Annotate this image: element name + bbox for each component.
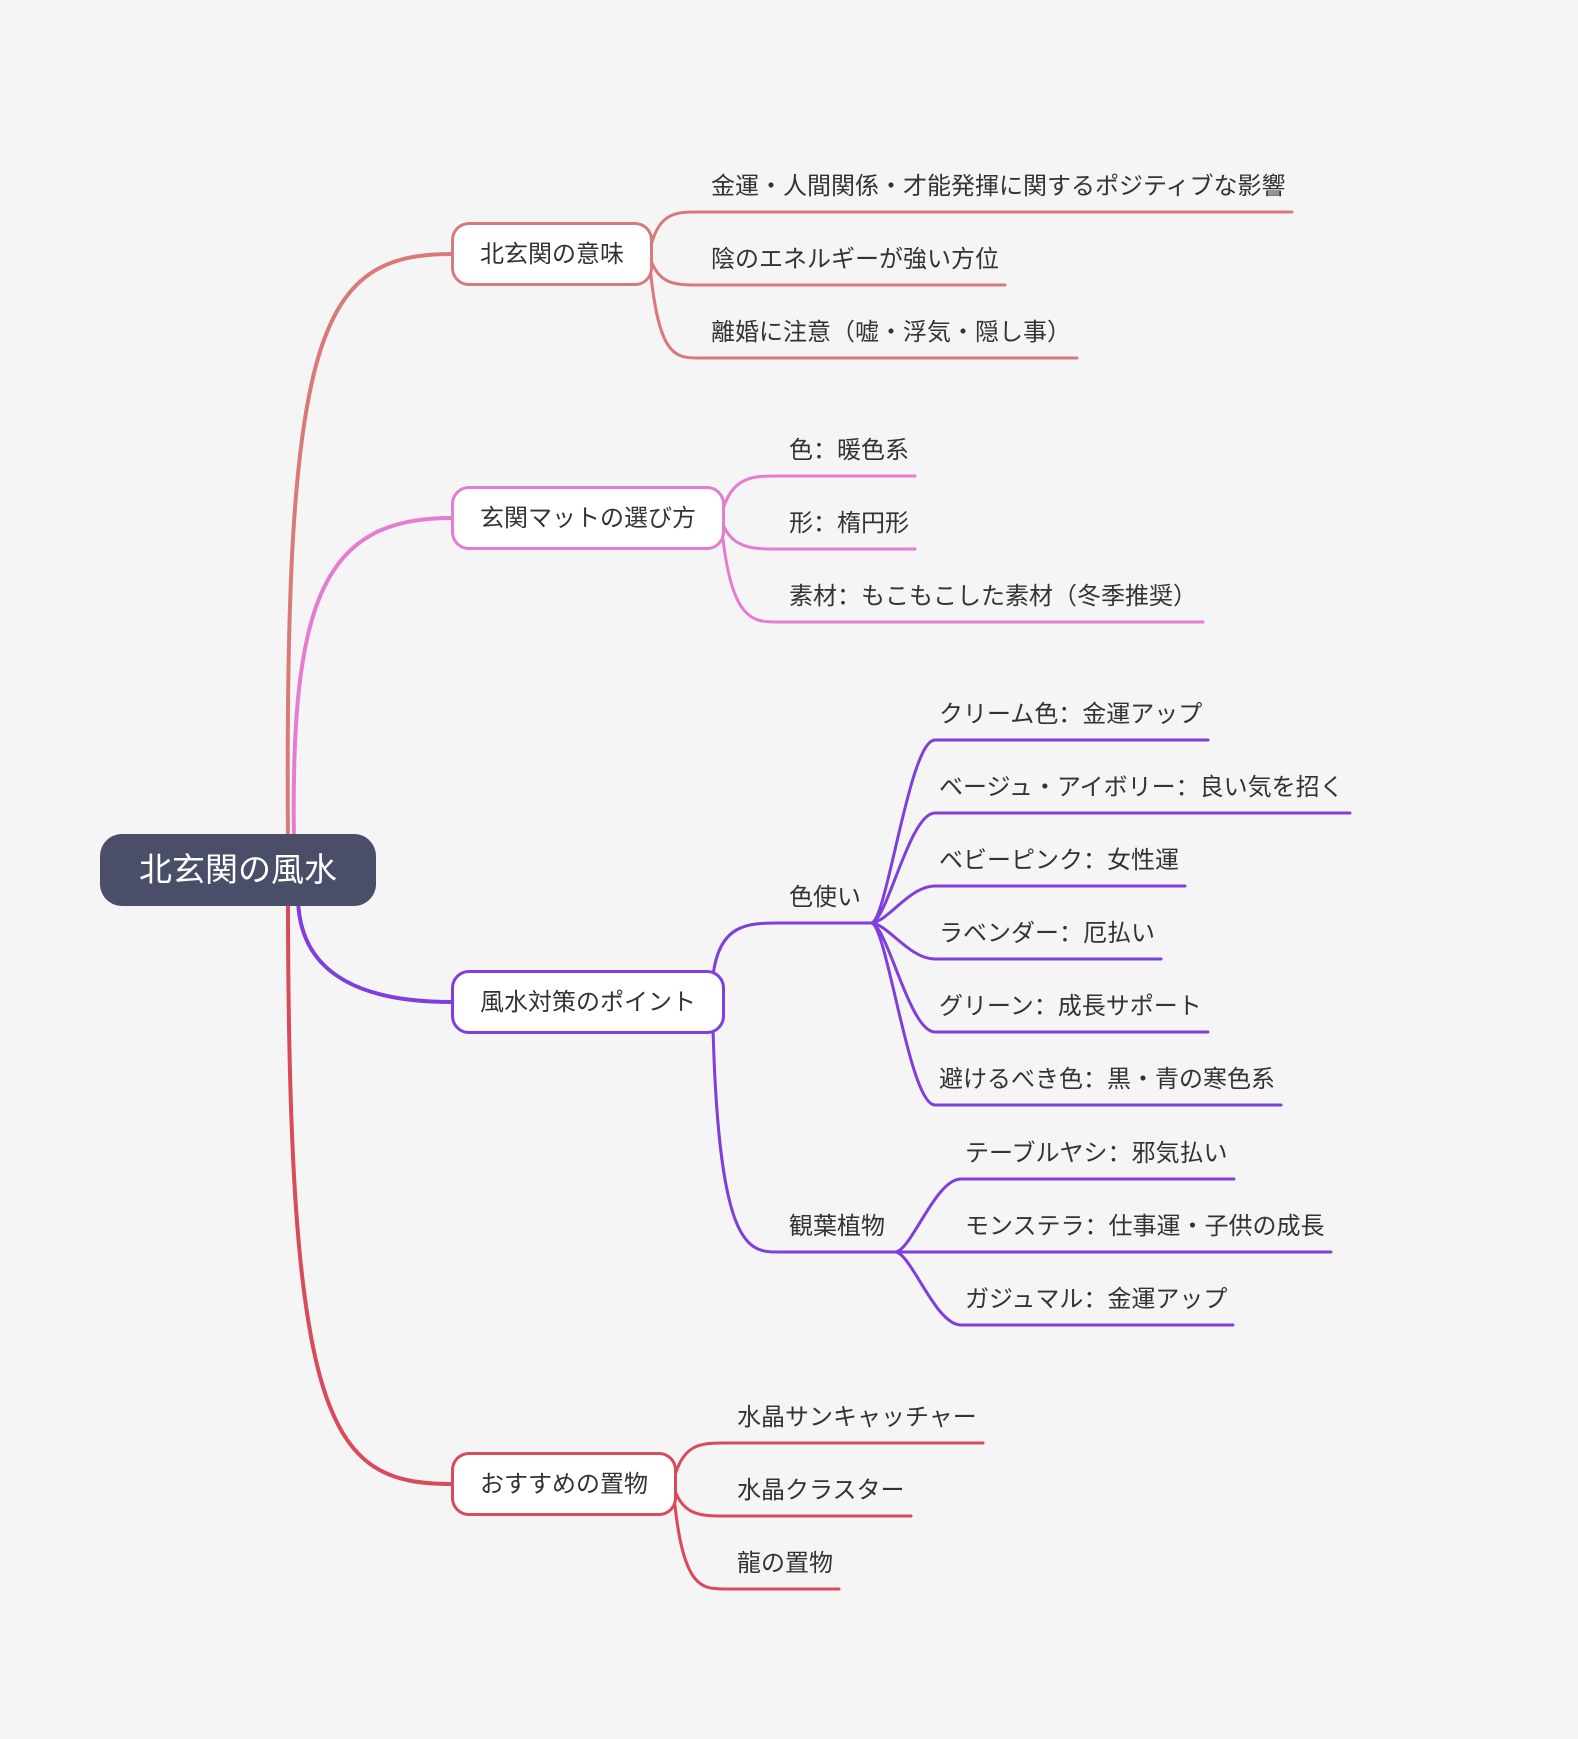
leaf-connector — [869, 811, 1352, 925]
branch-connector — [719, 516, 1205, 624]
leaf-node[interactable]: 水晶クラスター — [737, 1476, 905, 1504]
leaf-node[interactable]: ガジュマル：金運アップ — [965, 1285, 1228, 1313]
root-node[interactable]: 北玄関の風水 — [100, 834, 376, 906]
leaf-node[interactable]: 金運・人間関係・才能発揮に関するポジティブな影響 — [711, 172, 1286, 200]
root-connector — [285, 252, 453, 846]
root-connector — [296, 894, 453, 1004]
leaf-node[interactable]: 龍の置物 — [737, 1549, 833, 1577]
leaf-connector — [869, 921, 1283, 1107]
branch-connector — [671, 1482, 841, 1591]
leaf-node[interactable]: テーブルヤシ：邪気払い — [965, 1139, 1228, 1167]
leaf-node[interactable]: ベビーピンク：女性運 — [939, 846, 1179, 874]
root-connector — [291, 516, 453, 846]
leaf-node[interactable]: 水晶サンキャッチャー — [737, 1403, 977, 1431]
branch-connector — [647, 252, 1079, 360]
leaf-connector — [869, 738, 1210, 925]
leaf-node[interactable]: モンステラ：仕事運・子供の成長 — [965, 1212, 1325, 1240]
leaf-node[interactable]: 形：楕円形 — [789, 509, 909, 537]
branch-node-north-entrance-meaning[interactable]: 北玄関の意味 — [451, 222, 653, 286]
sub-branch-colors[interactable]: 色使い — [789, 883, 861, 911]
leaf-connector — [893, 1250, 1235, 1327]
leaf-node[interactable]: 離婚に注意（嘘・浮気・隠し事） — [711, 318, 1071, 346]
leaf-node[interactable]: ベージュ・アイボリー：良い気を招く — [939, 773, 1344, 801]
branch-node-entrance-mat[interactable]: 玄関マットの選び方 — [451, 486, 725, 550]
root-connector — [286, 894, 453, 1486]
sub-branch-connector — [711, 921, 873, 978]
leaf-connector — [893, 1177, 1236, 1254]
sub-branch-plants[interactable]: 観葉植物 — [789, 1212, 885, 1240]
leaf-node[interactable]: 素材：もこもこした素材（冬季推奨） — [789, 582, 1197, 610]
leaf-node[interactable]: 避けるべき色：黒・青の寒色系 — [939, 1065, 1275, 1093]
leaf-node[interactable]: 陰のエネルギーが強い方位 — [711, 245, 999, 273]
leaf-connector — [869, 921, 1163, 961]
leaf-node[interactable]: グリーン：成長サポート — [939, 992, 1202, 1020]
branch-node-fengshui-points[interactable]: 風水対策のポイント — [451, 970, 725, 1034]
leaf-node[interactable]: 色：暖色系 — [789, 436, 909, 464]
branch-node-recommended-ornaments[interactable]: おすすめの置物 — [451, 1452, 677, 1516]
sub-branch-connector — [711, 1026, 897, 1254]
leaf-connector — [869, 884, 1187, 925]
leaf-node[interactable]: ラベンダー：厄払い — [939, 919, 1155, 947]
leaf-node[interactable]: クリーム色：金運アップ — [939, 700, 1203, 728]
